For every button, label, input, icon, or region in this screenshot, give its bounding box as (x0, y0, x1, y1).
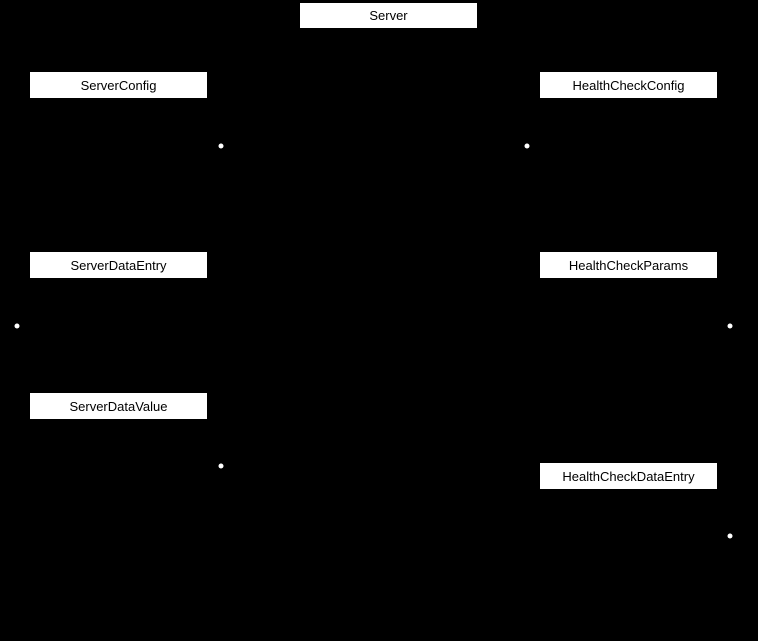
edge-endpoint-dot (524, 143, 529, 148)
class-node-health-check-config-label: HealthCheckConfig (572, 77, 685, 93)
class-node-server-data-value: ServerDataValue (29, 392, 208, 420)
class-node-server-config-label: ServerConfig (80, 77, 157, 93)
edge-endpoint-dot (218, 143, 223, 148)
edge-endpoint-dot (14, 323, 19, 329)
class-node-server-config: ServerConfig (29, 71, 208, 99)
class-node-health-check-config: HealthCheckConfig (539, 71, 718, 99)
edge-endpoint-dot (218, 463, 223, 468)
class-node-server: Server (299, 2, 478, 29)
class-node-server-label: Server (369, 8, 408, 23)
class-node-server-data-value-label: ServerDataValue (69, 398, 168, 414)
edge-endpoint-dot (727, 533, 733, 538)
class-node-health-check-data-entry-label: HealthCheckDataEntry (562, 468, 695, 484)
class-node-health-check-data-entry: HealthCheckDataEntry (539, 462, 718, 490)
class-node-server-data-entry: ServerDataEntry (29, 251, 208, 279)
class-node-health-check-params: HealthCheckParams (539, 251, 718, 279)
class-node-health-check-params-label: HealthCheckParams (568, 257, 689, 273)
class-node-server-data-entry-label: ServerDataEntry (70, 257, 167, 273)
edge-endpoint-dot (727, 323, 733, 328)
